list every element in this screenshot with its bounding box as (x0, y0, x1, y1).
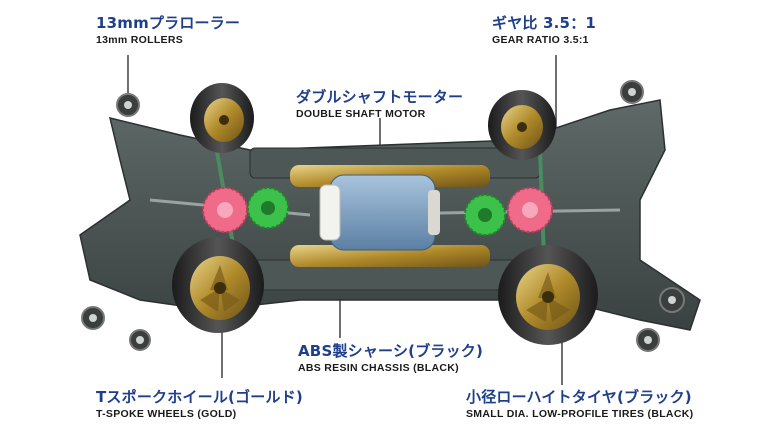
chassis-label-jp: ABS製シャーシ(ブラック) (298, 342, 484, 360)
chassis-label-en: ABS RESIN CHASSIS (BLACK) (298, 362, 459, 374)
motor-label-jp: ダブルシャフトモーター (296, 88, 464, 106)
wheels-label: Tスポークホイール(ゴールド) T-SPOKE WHEELS (GOLD) (96, 386, 303, 420)
chassis-label: ABS製シャーシ(ブラック) ABS RESIN CHASSIS (BLACK) (298, 340, 483, 374)
motor-label-en: DOUBLE SHAFT MOTOR (296, 108, 426, 120)
wheel-front-right (498, 245, 598, 345)
motor (329, 174, 436, 251)
wheel-rear-left (190, 83, 254, 153)
tires-label: 小径ローハイトタイヤ(ブラック) SMALL DIA. LOW-PROFILE … (466, 386, 693, 420)
tires-label-jp: 小径ローハイトタイヤ(ブラック) (466, 388, 692, 406)
wheels-label-en: T-SPOKE WHEELS (GOLD) (96, 408, 237, 420)
gear-ratio-label-en: GEAR RATIO 3.5:1 (492, 34, 589, 46)
gear-ratio-label-jp: ギヤ比 3.5：1 (492, 14, 597, 32)
wheel-rear-right (488, 90, 556, 160)
wheels-label-jp: Tスポークホイール(ゴールド) (96, 388, 303, 406)
rollers-label-en: 13mm ROLLERS (96, 34, 184, 46)
motor-label: ダブルシャフトモーター DOUBLE SHAFT MOTOR (296, 86, 463, 120)
gear-ratio-label: ギヤ比 3.5：1 GEAR RATIO 3.5:1 (492, 12, 596, 46)
tires-label-en: SMALL DIA. LOW-PROFILE TIRES (BLACK) (466, 408, 694, 420)
rollers-label-jp: 13mmプラローラー (96, 14, 241, 32)
wheel-front-left (172, 237, 264, 333)
rollers-label: 13mmプラローラー 13mm ROLLERS (96, 12, 240, 46)
